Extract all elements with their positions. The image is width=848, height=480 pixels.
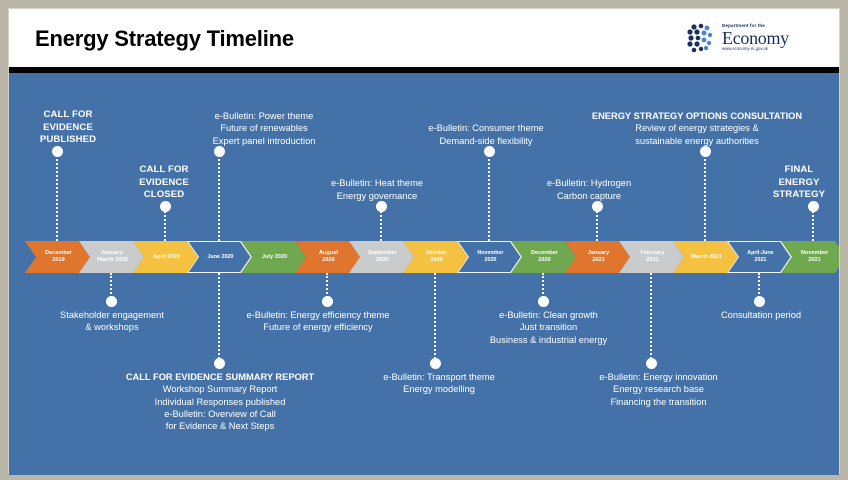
callout-line: e-Bulletin: Power theme — [214, 111, 314, 122]
slide-header: Energy Strategy Timeline — [9, 9, 839, 67]
callout-line: e-Bulletin: Clean growth — [499, 310, 598, 320]
page-title: Energy Strategy Timeline — [35, 26, 294, 51]
connector-stem — [433, 273, 436, 363]
connector-stem — [541, 273, 544, 301]
callout-line: Demand-side flexibility — [439, 135, 533, 146]
timeline-segment[interactable]: December 2019 — [25, 241, 90, 273]
connector-dot — [484, 145, 495, 157]
callout-line: Energy governance — [336, 190, 418, 201]
connector-stem — [487, 151, 490, 241]
callout-line: Future of renewables — [220, 123, 308, 134]
connector-dot — [808, 200, 819, 212]
connector-dot — [754, 295, 765, 307]
callout-line: CALL FOR — [139, 164, 189, 176]
economy-logo-mark-icon — [687, 23, 713, 53]
header-divider — [9, 67, 839, 73]
callout-line: PUBLISHED — [39, 134, 97, 146]
connector-dot — [430, 357, 441, 369]
connector-stem — [379, 206, 382, 241]
connector-dot — [106, 295, 117, 307]
callout-line: Energy research base — [613, 384, 704, 395]
callout-line: Financing the transition — [610, 396, 707, 407]
callout-line: Business & industrial energy — [489, 334, 608, 345]
callout-line: FINAL — [784, 164, 814, 176]
callout-line: e-Bulletin: Heat theme — [331, 178, 423, 189]
callout-line: Stakeholder engagement — [60, 310, 164, 320]
callout-line: for Evidence & Next Steps — [165, 421, 275, 432]
connector-dot — [700, 145, 711, 157]
connector-dot — [160, 200, 171, 212]
connector-dot — [592, 200, 603, 212]
callout-consultation-period: Consultation period — [681, 309, 839, 321]
callout-line: e-Bulletin: Consumer theme — [428, 123, 544, 134]
callout-heading: ENERGY STRATEGY OPTIONS CONSULTATION — [591, 111, 803, 122]
connector-stem — [55, 151, 58, 241]
connector-dot — [376, 200, 387, 212]
logo-text: Department for the Economy www.economy-n… — [722, 24, 789, 51]
connector-stem — [217, 151, 220, 241]
callout-stakeholder-engagement: Stakeholder engagement & workshops — [17, 309, 207, 334]
callout-line: CLOSED — [143, 189, 185, 201]
callout-line: CALL FOR — [43, 109, 93, 121]
callout-line: Individual Responses published — [154, 396, 286, 407]
department-for-the-economy-logo: Department for the Economy www.economy-n… — [685, 17, 821, 59]
callout-line: Review of energy strategies & — [635, 123, 759, 134]
connector-stem — [217, 273, 220, 363]
connector-dot — [214, 145, 225, 157]
callout-line: e-Bulletin: Energy efficiency theme — [246, 310, 390, 320]
callout-line: Energy modelling — [403, 384, 475, 395]
connector-stem — [163, 206, 166, 241]
connector-dot — [214, 357, 225, 369]
callout-line: Carbon capture — [556, 190, 622, 201]
connector-stem — [325, 273, 328, 301]
connector-dot — [538, 295, 549, 307]
connector-dot — [52, 145, 63, 157]
connector-stem — [757, 273, 760, 301]
connector-stem — [649, 273, 652, 363]
callout-line: Consultation period — [720, 310, 802, 320]
callout-line: EVIDENCE — [43, 121, 93, 133]
logo-url: www.economy-ni.gov.uk — [722, 46, 768, 52]
connector-stem — [595, 206, 598, 241]
callout-line: Just transition — [519, 322, 578, 333]
callout-line: & workshops — [85, 322, 139, 333]
callout-line: sustainable energy authorities — [635, 135, 759, 146]
callout-line: e-Bulletin: Overview of Call — [164, 408, 276, 419]
callout-line: e-Bulletin: Energy innovation — [599, 372, 718, 382]
callout-line: e-Bulletin: Transport theme — [383, 372, 495, 382]
callout-line: ENERGY — [778, 176, 820, 188]
callout-call-for-evidence-summary-report: CALL FOR EVIDENCE SUMMARY REPORT Workshop… — [95, 371, 345, 432]
connector-stem — [811, 206, 814, 241]
callout-line: Future of energy efficiency — [263, 322, 373, 333]
connector-dot — [322, 295, 333, 307]
callout-line: EVIDENCE — [139, 176, 189, 188]
callout-line: STRATEGY — [772, 189, 826, 201]
callout-line: e-Bulletin: Hydrogen — [546, 178, 632, 189]
callout-line: Expert panel introduction — [212, 135, 316, 146]
callout-line: Workshop Summary Report — [162, 384, 278, 395]
logo-department-line: Department for the — [722, 23, 765, 29]
logo-wordmark: Economy — [722, 28, 789, 49]
connector-stem — [109, 273, 112, 301]
slide: Energy Strategy Timeline — [8, 8, 840, 475]
connector-dot — [646, 357, 657, 369]
callout-heading: CALL FOR EVIDENCE SUMMARY REPORT — [125, 372, 315, 382]
connector-stem — [703, 151, 706, 241]
